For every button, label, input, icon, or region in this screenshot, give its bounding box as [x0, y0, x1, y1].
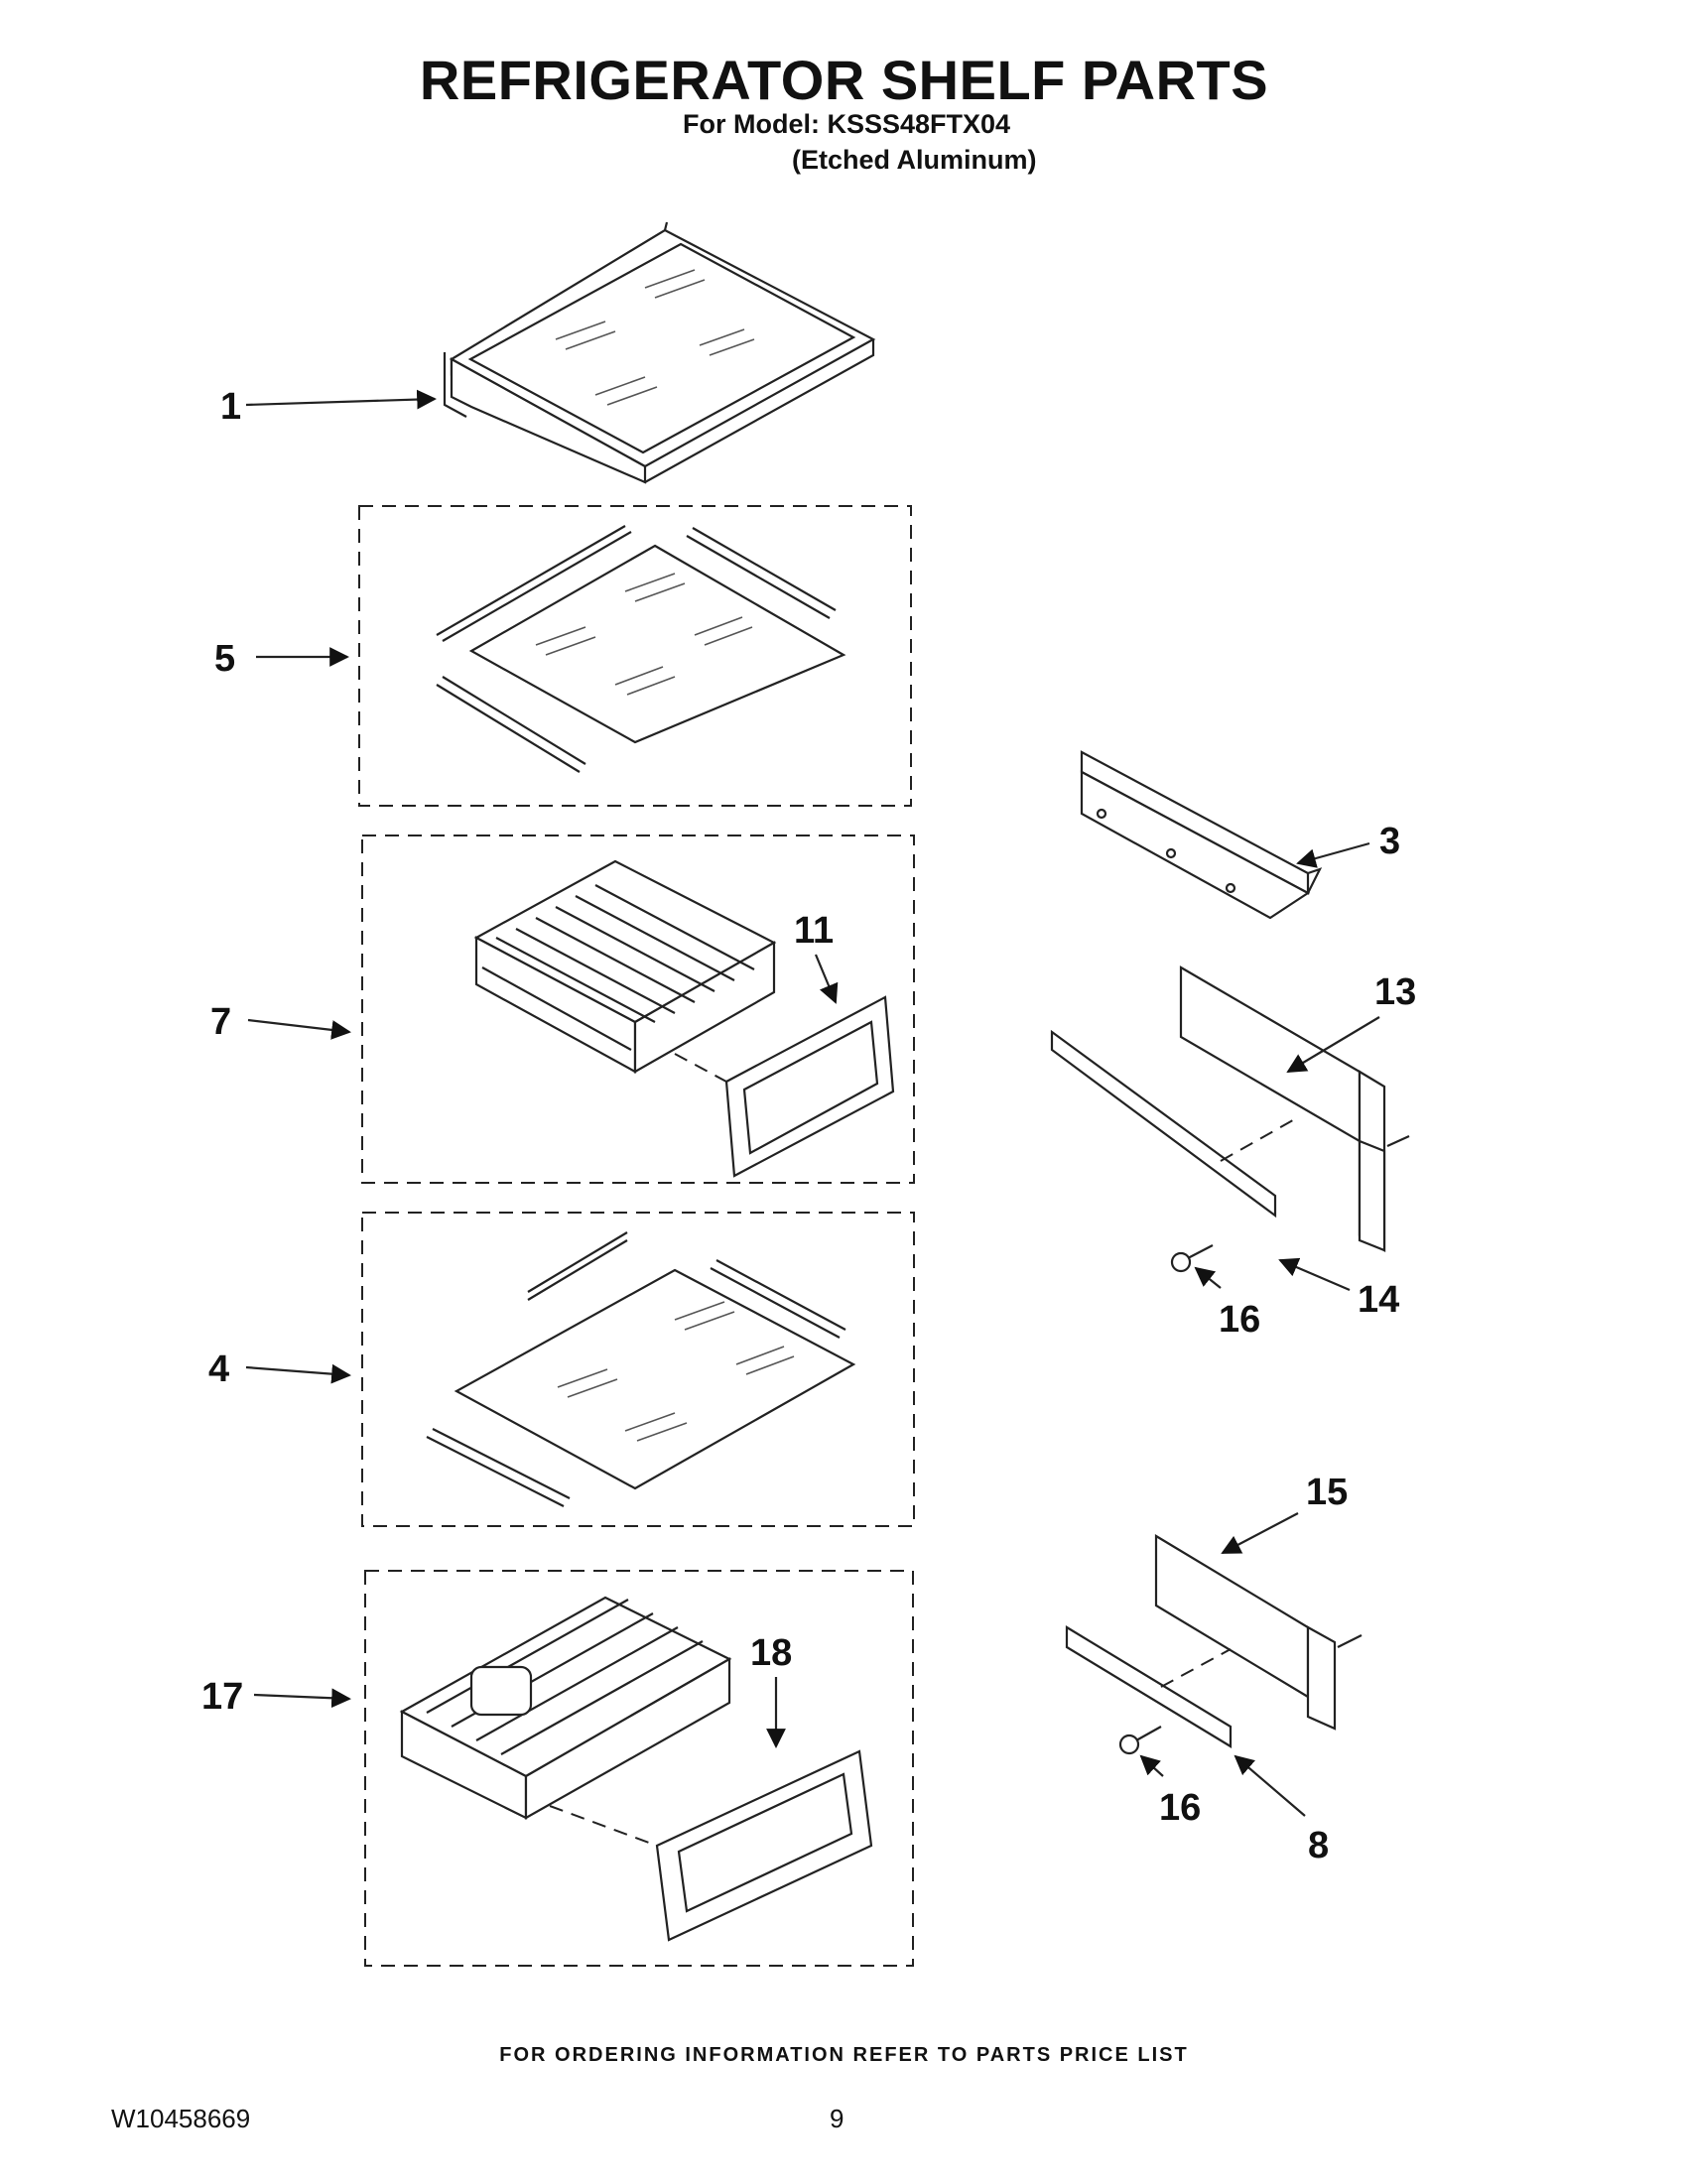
deli-pan-tab [469, 1665, 533, 1717]
leader-17 [253, 1688, 351, 1709]
callout-5: 5 [214, 638, 235, 680]
leader-16-lower [1139, 1754, 1164, 1777]
ordering-note: FOR ORDERING INFORMATION REFER TO PARTS … [499, 2044, 1189, 2066]
leader-arrows [245, 389, 1380, 1817]
finish-line: (Etched Aluminum) [792, 145, 1037, 175]
leader-11 [814, 954, 839, 1004]
shelf-channel-part-3 [1080, 750, 1323, 920]
rail-part-14 [1050, 1029, 1301, 1219]
cover-part-15 [1154, 1534, 1363, 1731]
leader-8 [1234, 1754, 1306, 1817]
part-group-17-frame [364, 1570, 914, 1967]
rail-part-8 [1065, 1625, 1233, 1748]
crisper-front-part-11 [674, 995, 895, 1178]
callout-13: 13 [1374, 971, 1416, 1013]
callout-18: 18 [750, 1632, 792, 1674]
leader-14 [1278, 1257, 1351, 1292]
screw-part-16-lower [1118, 1726, 1162, 1755]
part-group-4-frame [361, 1212, 915, 1527]
cover-part-13 [1179, 965, 1410, 1252]
callout-8: 8 [1308, 1825, 1329, 1866]
leader-13 [1286, 1016, 1380, 1074]
model-line: For Model: KSSS48FTX04 [683, 109, 1011, 139]
shelf-assembly-part-1 [443, 221, 876, 484]
deli-front-part-18 [549, 1749, 873, 1942]
callout-14: 14 [1358, 1279, 1399, 1321]
callout-1: 1 [220, 386, 241, 428]
part-group-5-frame [358, 505, 912, 807]
glass-shelf-part-4 [426, 1231, 856, 1507]
leader-15 [1221, 1512, 1299, 1554]
callout-4: 4 [208, 1349, 229, 1390]
callout-7: 7 [210, 1001, 231, 1043]
callout-numbers: 1 5 7 11 4 17 18 3 13 14 16 15 8 16 [201, 386, 1416, 1866]
leader-16-upper [1194, 1266, 1222, 1289]
page-title: REFRIGERATOR SHELF PARTS [419, 49, 1269, 111]
part-group-7-frame [361, 835, 915, 1184]
glass-shelf-part-5 [436, 525, 846, 773]
deli-pan-part-17 [399, 1596, 732, 1820]
document-number: W10458669 [111, 2104, 251, 2133]
callout-16-upper: 16 [1219, 1299, 1260, 1341]
screw-part-16-upper [1170, 1244, 1214, 1273]
leader-1 [245, 389, 437, 410]
callout-15: 15 [1306, 1472, 1348, 1513]
callout-17: 17 [201, 1676, 243, 1718]
callout-16-lower: 16 [1159, 1787, 1201, 1829]
leader-3 [1296, 841, 1370, 868]
callout-11: 11 [794, 910, 834, 952]
leader-4 [245, 1363, 351, 1384]
leader-7 [247, 1018, 351, 1040]
callout-3: 3 [1379, 821, 1400, 862]
crisper-pan-part-7 [473, 859, 777, 1074]
page-number: 9 [830, 2104, 844, 2133]
